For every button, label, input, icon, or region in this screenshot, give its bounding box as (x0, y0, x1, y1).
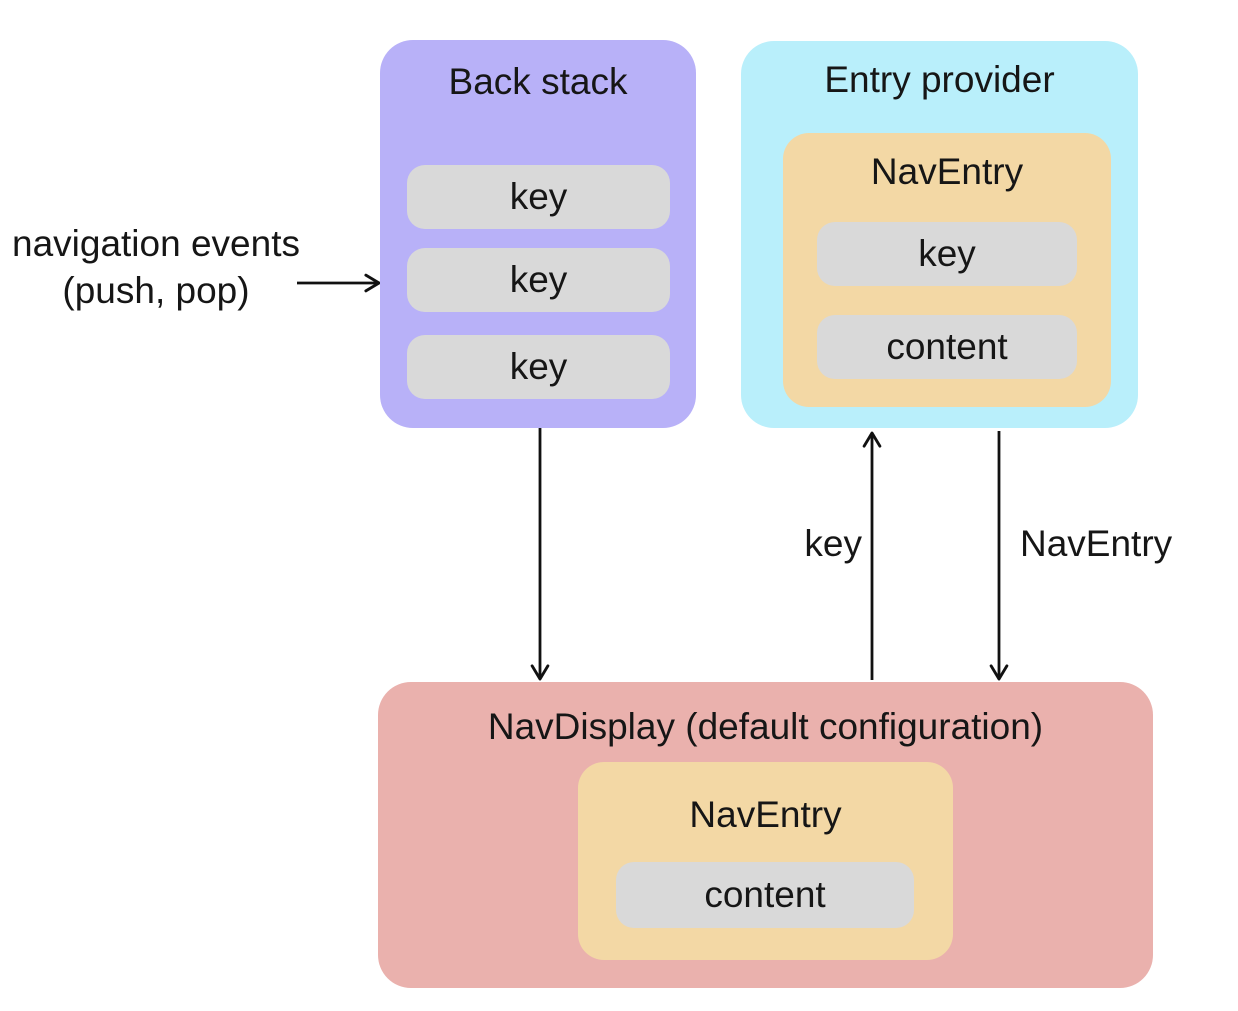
entry-provider-naventry-box: NavEntry key content (783, 133, 1111, 407)
entry-provider-title: Entry provider (824, 59, 1055, 100)
entry-provider-box: Entry provider NavEntry key content (741, 41, 1138, 428)
naventry-key-pill: key (817, 222, 1077, 286)
nav-display-naventry-title: NavEntry (689, 794, 842, 835)
back-stack-key-pill: key (407, 165, 670, 229)
naventry-content-pill: content (817, 315, 1077, 379)
back-stack-key-pill: key (407, 335, 670, 399)
navigation-events-label: navigation events (push, pop) (8, 220, 304, 314)
nav-display-naventry-box: NavEntry content (578, 762, 953, 960)
back-stack-box: Back stack key key key (380, 40, 696, 428)
navigation-events-line1: navigation events (12, 223, 300, 264)
naventry-arrow-label: NavEntry (1020, 523, 1173, 564)
back-stack-title: Back stack (448, 61, 628, 102)
entry-provider-naventry-title: NavEntry (870, 151, 1024, 192)
nav-display-box: NavDisplay (default configuration) NavEn… (378, 682, 1153, 988)
key-arrow-label: key (804, 523, 862, 564)
naventry-content-pill: content (616, 862, 914, 928)
navigation-events-line2: (push, pop) (62, 270, 250, 311)
back-stack-key-pill: key (407, 248, 670, 312)
nav-display-title: NavDisplay (default configuration) (487, 706, 1044, 747)
